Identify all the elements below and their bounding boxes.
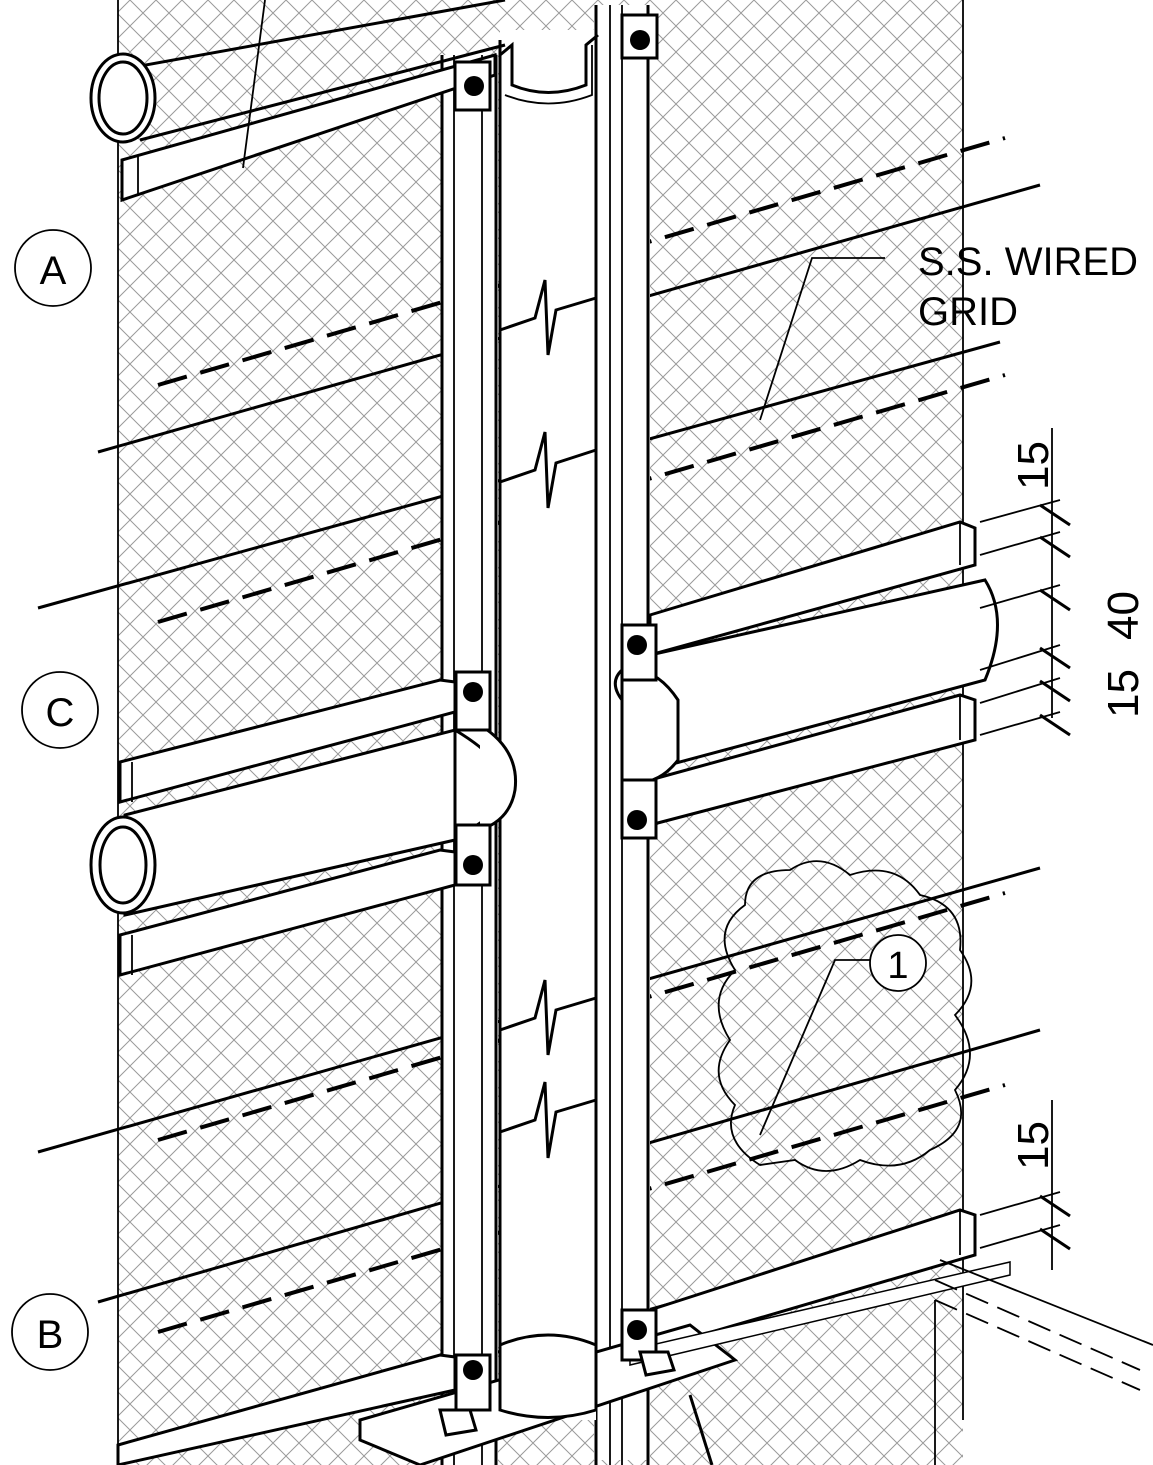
wired-grid-label-line2: GRID [918,290,1018,334]
revision-marker: 1 [869,934,927,992]
wired-grid-label-line1: S.S. WIRED [918,240,1138,284]
grid-marker-b-label: B [37,1313,64,1357]
middle-rail-c [89,520,999,977]
dimension-bottom-15: 15 [1009,1121,1058,1170]
dimension-mid-15: 15 [1099,669,1148,718]
dimension-lines [979,428,1071,1270]
revision-marker-label: 1 [887,945,908,987]
dimension-top-15: 15 [1009,441,1058,490]
grid-marker-a: A [14,229,92,307]
central-tube [498,30,598,1420]
leader-lines [242,0,885,1136]
grid-marker-c: C [21,671,99,749]
top-rail-a [89,0,659,203]
grid-marker-c-label: C [46,691,75,735]
bottom-rail-b [116,1208,1153,1465]
dimension-40: 40 [1099,591,1148,640]
grid-marker-b: B [11,1293,89,1371]
revision-cloud [717,860,973,1172]
grid-marker-a-label: A [40,249,67,293]
